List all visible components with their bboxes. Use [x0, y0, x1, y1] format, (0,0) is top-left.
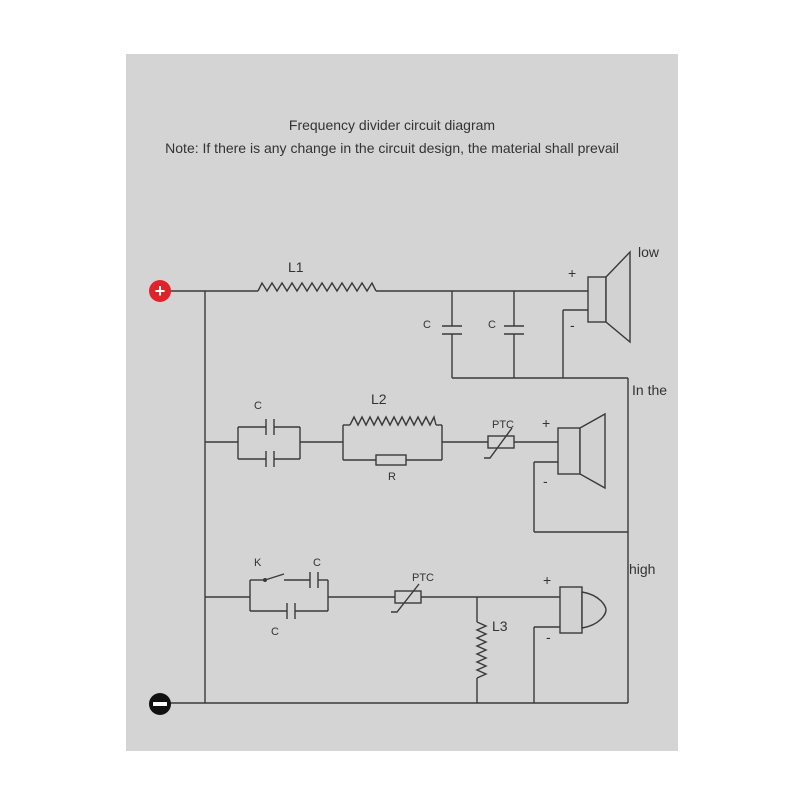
minus-mid: - [543, 473, 548, 489]
label-ptc-high: PTC [412, 572, 434, 584]
label-c-low-1: C [423, 319, 431, 331]
speaker-label-mid: In the [632, 382, 667, 398]
inductor-l3 [475, 621, 488, 679]
label-c-high-bottom: C [271, 626, 279, 638]
woofer-speaker-icon [587, 250, 631, 344]
speaker-label-high: high [629, 561, 655, 577]
svg-text:+: + [155, 281, 166, 301]
low-section: L1 C C + - low [257, 244, 660, 379]
diagram-title: Frequency divider circuit diagram [289, 117, 495, 133]
speaker-label-low: low [638, 244, 660, 260]
positive-terminal-icon: + [149, 280, 171, 302]
high-section: K C C PTC L3 + - high [205, 557, 655, 703]
label-c-high-top: C [313, 557, 321, 569]
midrange-speaker-icon [557, 412, 606, 490]
label-l1: L1 [288, 259, 304, 275]
label-c-mid: C [254, 400, 262, 412]
label-l3: L3 [492, 618, 508, 634]
main-wires [170, 290, 629, 704]
label-k: K [254, 557, 262, 569]
negative-terminal-icon [149, 693, 171, 715]
minus-high: - [546, 629, 551, 645]
label-l2: L2 [371, 391, 387, 407]
switch-k [264, 573, 285, 581]
label-ptc-mid: PTC [492, 419, 514, 431]
plus-mid: + [542, 415, 550, 431]
diagram-panel [126, 54, 678, 751]
mid-section: C L2 R PTC + - In the [205, 382, 667, 533]
minus-low: - [570, 317, 575, 333]
label-r-mid: R [388, 471, 396, 483]
inductor-l2 [349, 414, 437, 427]
inductor-l1 [257, 281, 377, 293]
diagram-note: Note: If there is any change in the circ… [165, 140, 619, 156]
tweeter-speaker-icon [559, 586, 607, 634]
label-c-low-2: C [488, 319, 496, 331]
plus-high: + [543, 572, 551, 588]
plus-low: + [568, 265, 576, 281]
